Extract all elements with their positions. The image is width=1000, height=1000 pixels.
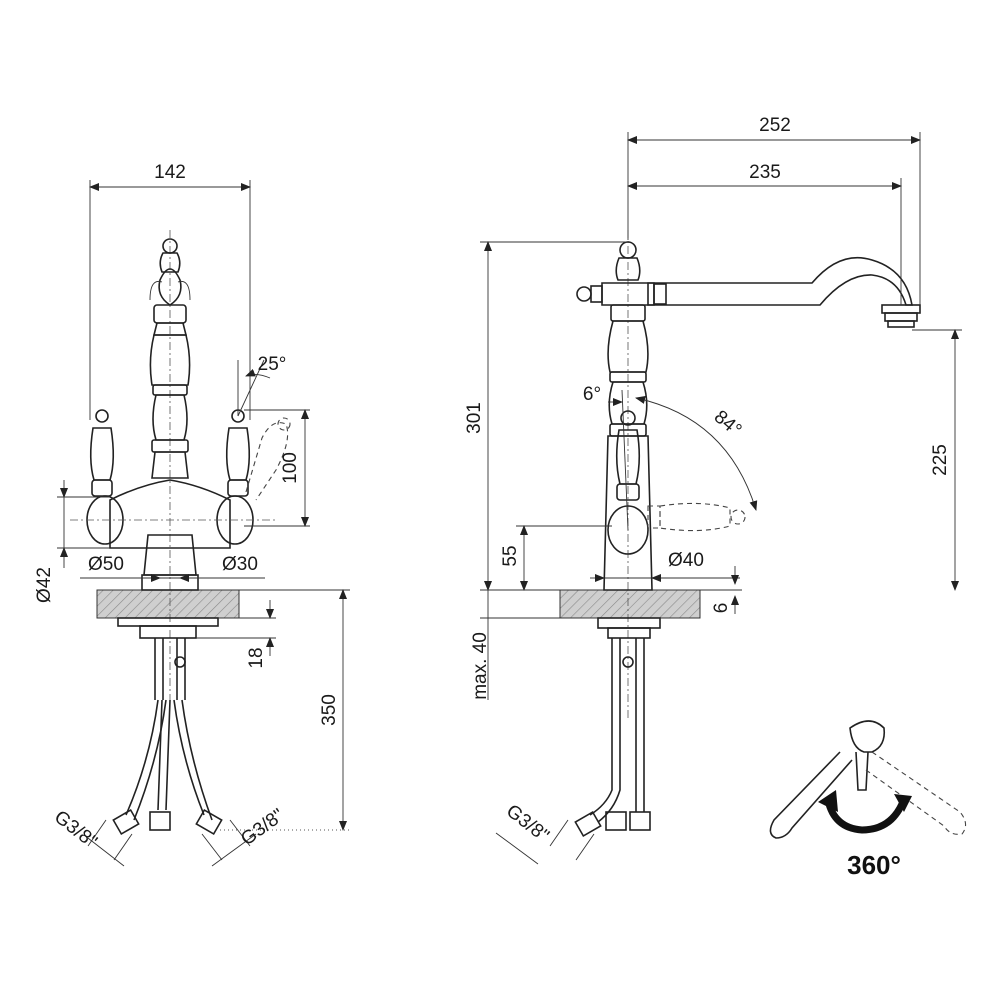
side-deck-max-label: max. 40 xyxy=(470,632,491,700)
side-lever-height-label: 55 xyxy=(500,545,521,566)
front-lever-height-label: 100 xyxy=(280,452,301,484)
dim-side-height: 301 xyxy=(464,241,628,591)
side-deck-section xyxy=(559,589,701,619)
dim-front-hose-threads: G3/8" G3/8" xyxy=(50,805,288,867)
dim-front-width: 142 xyxy=(89,162,251,420)
front-base-dia-label: Ø42 xyxy=(34,567,55,603)
front-body-dia-label: Ø50 xyxy=(88,554,124,575)
side-view: 252 235 301 225 6° 84° xyxy=(464,115,962,865)
rotation-diagram: 360° xyxy=(769,720,967,880)
side-lever-offset-angle-label: 6° xyxy=(583,384,601,405)
dim-side-reach-total: 252 xyxy=(627,115,921,305)
side-base-height-label: 6 xyxy=(711,603,732,614)
dim-front-lever-angle: 25° xyxy=(237,354,287,417)
dim-side-lever-height: 55 xyxy=(500,525,612,591)
dim-front-hose-length: 350 xyxy=(220,589,350,831)
front-lever-angle-label: 25° xyxy=(258,354,287,375)
rotation-lever-icon xyxy=(769,720,886,839)
front-hose-right-label: G3/8" xyxy=(237,805,288,850)
dim-side-reach-spout: 235 xyxy=(627,162,902,305)
dim-front-lever-height: 100 xyxy=(244,409,310,527)
front-hose-length-label: 350 xyxy=(319,694,340,726)
front-clamp-label: 18 xyxy=(246,647,267,668)
side-head xyxy=(576,241,655,306)
side-height-label: 301 xyxy=(464,402,485,434)
front-hose-left-label: G3/8" xyxy=(50,807,101,853)
side-lever-swing-angle-label: 84° xyxy=(710,407,746,442)
dim-front-clamp: 18 xyxy=(196,600,276,669)
front-deck-section xyxy=(96,589,240,619)
side-base-dia-label: Ø40 xyxy=(668,550,704,571)
side-hose-label: G3/8" xyxy=(502,801,553,847)
front-view: 142 25° 100 Ø42 xyxy=(34,162,350,867)
front-body xyxy=(70,479,275,591)
dim-side-base-dia: Ø40 xyxy=(590,550,740,582)
side-spout-clearance-label: 225 xyxy=(930,444,951,476)
front-finial xyxy=(149,238,191,306)
dim-side-base-height: 6 xyxy=(700,566,742,614)
side-reach-spout-label: 235 xyxy=(749,162,781,183)
rotation-label: 360° xyxy=(847,850,901,880)
side-spout xyxy=(647,256,921,328)
front-width-label: 142 xyxy=(154,162,186,183)
side-under-deck xyxy=(574,617,661,838)
dim-front-body-dia: Ø50 Ø30 xyxy=(80,554,265,582)
rotation-arrow-icon xyxy=(818,790,912,834)
side-reach-total-label: 252 xyxy=(759,115,791,136)
dim-side-spout-clearance: 225 xyxy=(912,329,962,591)
side-lever-hub xyxy=(607,505,649,555)
dim-front-base-dia: Ø42 xyxy=(34,480,110,603)
front-under-deck xyxy=(112,617,223,836)
dim-side-deck-max: max. 40 xyxy=(470,589,560,700)
front-valve-dia-label: Ø30 xyxy=(222,554,258,575)
side-column xyxy=(603,304,653,591)
front-left-lever xyxy=(89,409,115,497)
dim-side-hose-thread: G3/8" xyxy=(495,801,595,865)
side-lever-swung xyxy=(647,502,746,532)
front-column xyxy=(149,304,191,479)
